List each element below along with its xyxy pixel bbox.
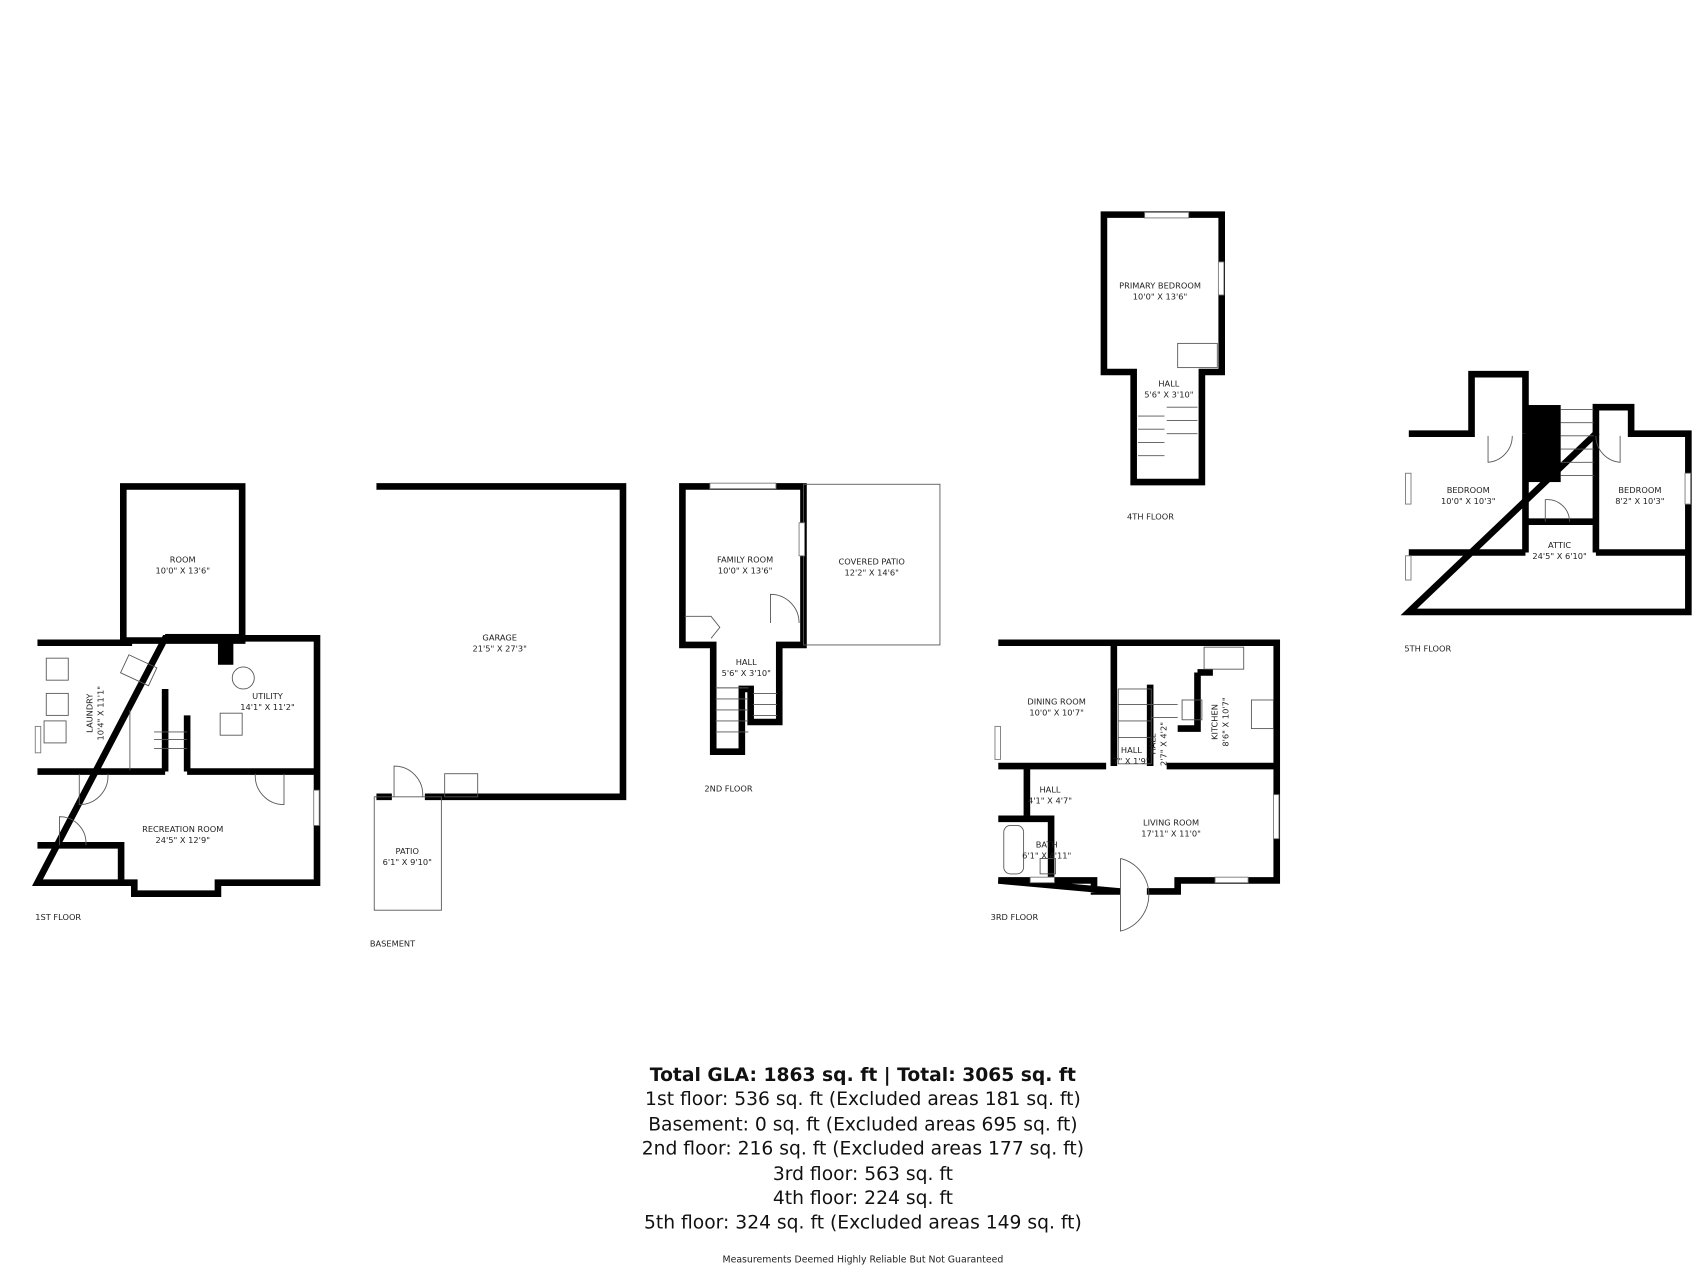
floor-label: 3RD FLOOR (991, 912, 1039, 922)
room-label: GARAGE (482, 633, 517, 643)
floor-label: 1ST FLOOR (35, 912, 81, 922)
floor-label: 2ND FLOOR (704, 783, 752, 793)
fourth-floor-plan: PRIMARY BEDROOM 10'0" X 13'6" HALL 5'6" … (1100, 211, 1226, 521)
room-label: HALL (1121, 745, 1142, 755)
room-label: DINING ROOM (1027, 696, 1085, 706)
room-label: KITCHEN (1209, 704, 1219, 740)
area-line: Basement: 0 sq. ft (Excluded areas 695 s… (648, 1114, 1077, 1135)
room-size: 6'1" X 4'11" (1022, 850, 1071, 860)
room-label: BATH (1036, 839, 1058, 849)
room-label: COVERED PATIO (839, 557, 906, 567)
room-size: 10'0" X 13'6" (155, 565, 210, 575)
room-size: 5'6" X 3'10" (1144, 389, 1193, 399)
room-label: HALL (1039, 784, 1060, 794)
room-size: 10'0" X 10'7" (1029, 707, 1084, 717)
floor-label: BASEMENT (370, 939, 416, 949)
floor-label: 4TH FLOOR (1127, 511, 1174, 521)
floor-label: 5TH FLOOR (1404, 644, 1451, 654)
room-size: 7" X 1'9" (1113, 756, 1150, 766)
room-label: LAUNDRY (84, 693, 94, 733)
room-size: 10'4" X 11'1" (95, 686, 105, 741)
room-size: 24'5" X 12'9" (155, 835, 210, 845)
room-size: 10'0" X 13'6" (1133, 291, 1188, 301)
room-label: HALL (1148, 733, 1158, 754)
second-floor-plan: FAMILY ROOM 10'0" X 13'6" COVERED PATIO … (679, 482, 941, 793)
fifth-floor-plan: BEDROOM 10'0" X 10'3" BEDROOM 8'2" X 10'… (1400, 370, 1692, 654)
area-line: 3rd floor: 563 sq. ft (773, 1164, 953, 1185)
area-summary: Total GLA: 1863 sq. ft | Total: 3065 sq.… (642, 1065, 1084, 1266)
room-size: 2'7" X 4'2" (1159, 722, 1169, 766)
area-line: 4th floor: 224 sq. ft (773, 1188, 953, 1209)
room-size: 24'5" X 6'10" (1532, 551, 1587, 561)
total-area: Total GLA: 1863 sq. ft | Total: 3065 sq.… (650, 1065, 1076, 1086)
room-size: 10'0" X 13'6" (718, 565, 773, 575)
room-size: 12'2" X 14'6" (844, 568, 899, 578)
room-size: 8'6" X 10'7" (1220, 697, 1230, 746)
room-size: 4'1" X 4'7" (1028, 795, 1072, 805)
room-label: BEDROOM (1447, 485, 1490, 495)
room-size: 8'2" X 10'3" (1615, 496, 1664, 506)
room-size: 6'1" X 9'10" (383, 857, 432, 867)
room-label: ATTIC (1548, 540, 1571, 550)
room-size: 21'5" X 27'3" (472, 644, 527, 654)
room-size: 10'0" X 10'3" (1441, 496, 1496, 506)
room-label: ROOM (170, 554, 196, 564)
room-size: 5'6" X 3'10" (722, 668, 771, 678)
basement-plan: GARAGE 21'5" X 27'3" PATIO 6'1" X 9'10" … (370, 483, 627, 949)
room-size: 14'1" X 11'2" (240, 702, 295, 712)
room-label: BEDROOM (1618, 485, 1661, 495)
room-label: HALL (1158, 378, 1179, 388)
first-floor-plan: ROOM 10'0" X 13'6" LAUNDRY 10'4" X 11'1"… (32, 483, 321, 922)
disclaimer: Measurements Deemed Highly Reliable But … (723, 1254, 1004, 1265)
room-label: PATIO (396, 846, 420, 856)
room-label: LIVING ROOM (1143, 817, 1199, 827)
room-label: PRIMARY BEDROOM (1119, 280, 1201, 290)
area-line: 2nd floor: 216 sq. ft (Excluded areas 17… (642, 1139, 1084, 1160)
room-label: UTILITY (252, 691, 284, 701)
area-line: 1st floor: 536 sq. ft (Excluded areas 18… (645, 1089, 1081, 1110)
third-floor-plan: DINING ROOM 10'0" X 10'7" KITCHEN 8'6" X… (991, 639, 1281, 932)
room-label: FAMILY ROOM (717, 554, 773, 564)
area-line: 5th floor: 324 sq. ft (Excluded areas 14… (644, 1212, 1082, 1233)
room-label: RECREATION ROOM (142, 824, 223, 834)
room-size: 17'11" X 11'0" (1141, 828, 1201, 838)
room-label: HALL (736, 657, 757, 667)
